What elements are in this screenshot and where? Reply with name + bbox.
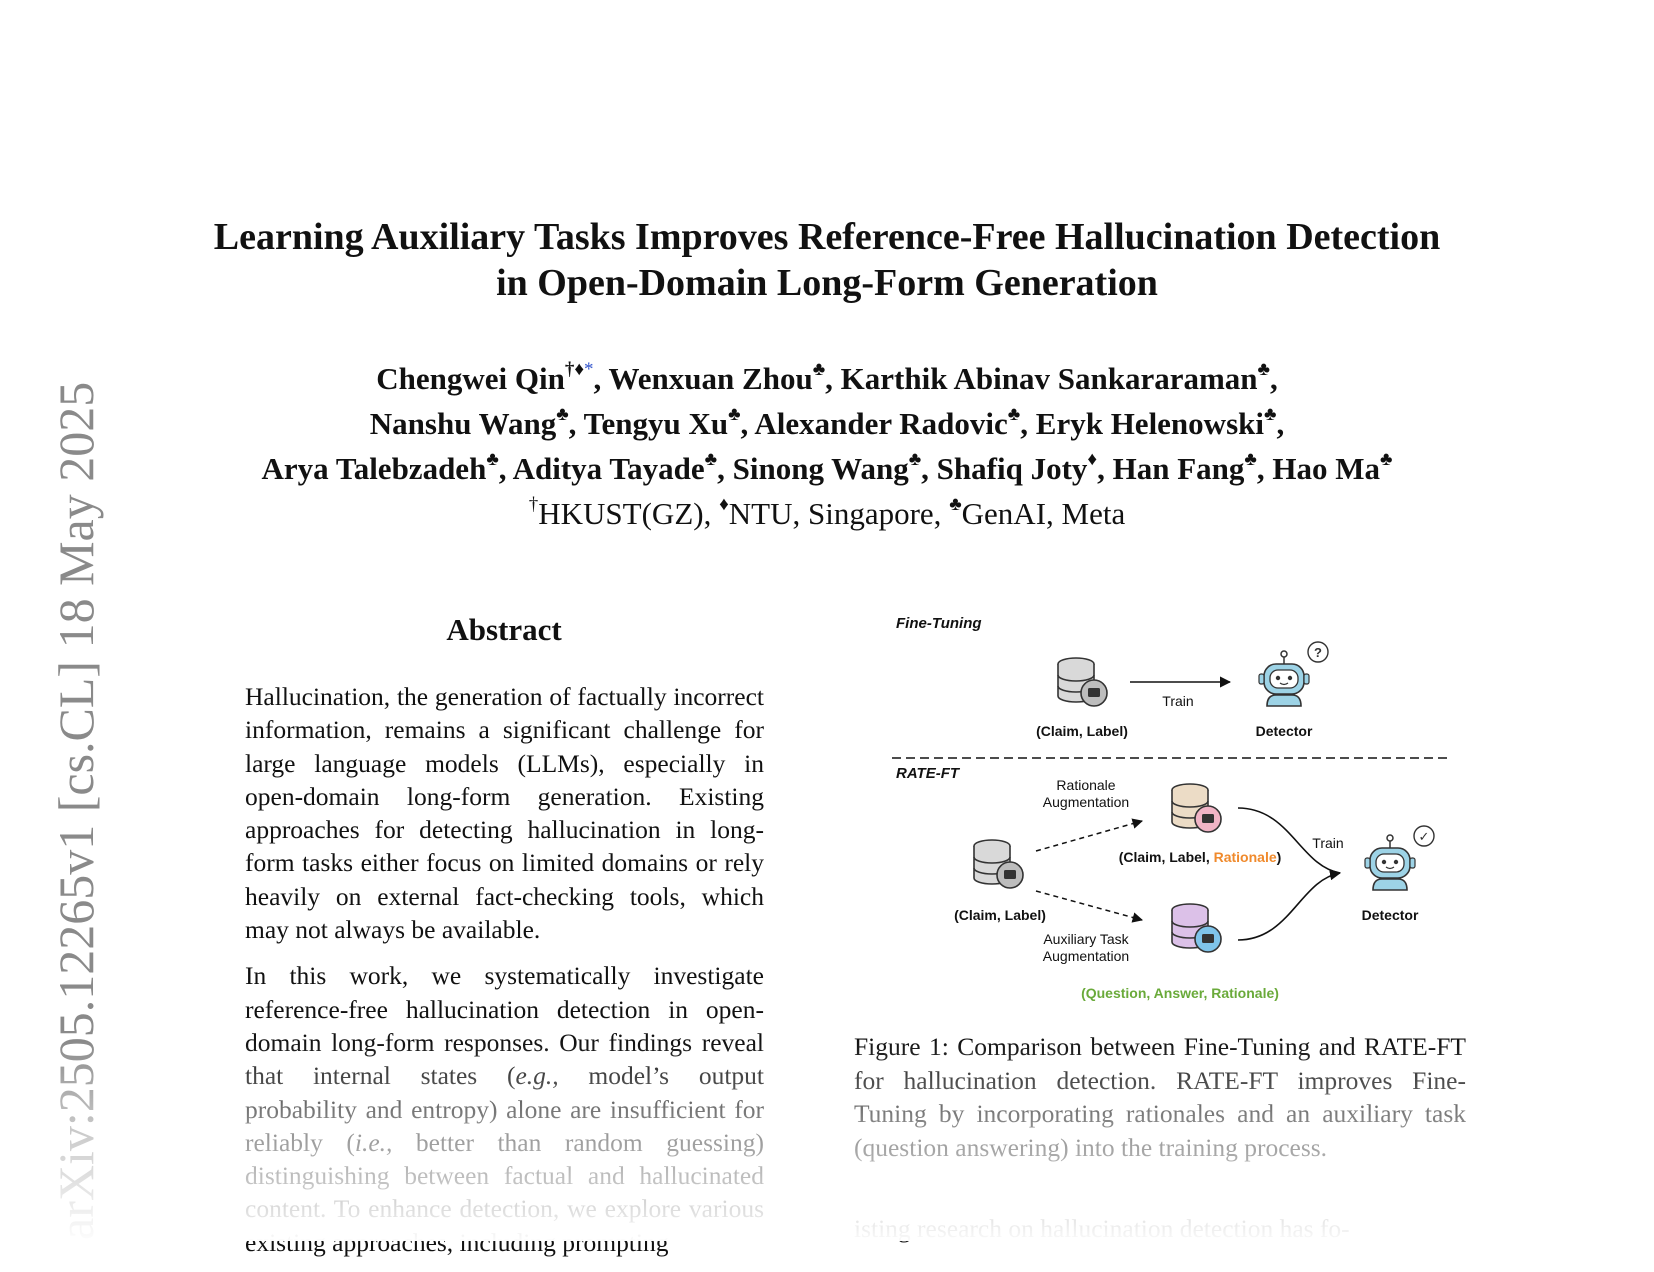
figure-diagram: Fine-Tuning RATE-FT (Claim, Label) Train… bbox=[892, 615, 1452, 1001]
title-line-1: Learning Auxiliary Tasks Improves Refere… bbox=[213, 216, 1441, 258]
rate-source-label: (Claim, Label) bbox=[954, 907, 1046, 923]
abstract-heading: Abstract bbox=[446, 612, 562, 647]
author-marks: ♣ bbox=[812, 358, 826, 380]
author-name: Aditya Tayade bbox=[512, 451, 705, 486]
author-name: Eryk Helenowski bbox=[1035, 406, 1264, 441]
rate-detector-label: Detector bbox=[1362, 907, 1419, 923]
author-name: Wenxuan Zhou bbox=[608, 361, 813, 396]
arxiv-stamp: arXiv:2505.12265v1 [cs.CL] 18 May 2025 bbox=[48, 381, 104, 1240]
check-icon: ✓ bbox=[1413, 825, 1435, 847]
author-name: Chengwei Qin bbox=[376, 361, 565, 396]
rate-detector-robot-icon bbox=[1364, 834, 1416, 891]
author-marks: ♣ bbox=[556, 403, 569, 425]
author-marks: ♦ bbox=[1087, 448, 1098, 470]
author-line-3: Arya Talebzadeh♣, Aditya Tayade♣, Sinong… bbox=[261, 448, 1393, 486]
ie-abbrev: i.e., bbox=[354, 1127, 393, 1157]
author-name: Alexander Radovic bbox=[754, 406, 1008, 441]
author-marks: ♣ bbox=[1379, 448, 1393, 470]
svg-text:✓: ✓ bbox=[1419, 829, 1430, 844]
aux-data-label: (Question, Answer, Rationale) bbox=[1081, 985, 1279, 1001]
affiliations: †HKUST(GZ), ♦NTU, Singapore, ♣GenAI, Met… bbox=[120, 491, 1534, 536]
abstract-paragraph-2: In this work, we systematically investig… bbox=[245, 961, 764, 1257]
author-name: Han Fang bbox=[1112, 451, 1245, 486]
author-line-2: Nanshu Wang♣, Tengyu Xu♣, Alexander Rado… bbox=[369, 403, 1285, 441]
svg-text:?: ? bbox=[1314, 645, 1322, 660]
author-block: Chengwei Qin†♦*, Wenxuan Zhou♣, Karthik … bbox=[120, 356, 1534, 536]
intro-text-continuation: isting research on hallucination detecti… bbox=[854, 1214, 1350, 1243]
author-marks: ♣ bbox=[704, 448, 718, 470]
ft-detector-robot-icon bbox=[1258, 650, 1310, 707]
paper-title: Learning Auxiliary Tasks Improves Refere… bbox=[120, 214, 1534, 306]
affiliation-hkust: HKUST(GZ), bbox=[538, 496, 712, 531]
author-marks: ♣ bbox=[1244, 448, 1257, 470]
figure-1: Fine-Tuning RATE-FT (Claim, Label) Train… bbox=[860, 608, 1500, 1013]
figure-1-caption: Figure 1: Comparison between Fine-Tuning… bbox=[854, 1032, 1466, 1162]
author-name: Shafiq Joty bbox=[936, 451, 1088, 486]
author-name: Nanshu Wang bbox=[369, 406, 557, 441]
author-marks: ♣ bbox=[908, 448, 922, 470]
rate-ft-label: RATE-FT bbox=[896, 765, 961, 782]
question-icon: ? bbox=[1307, 641, 1329, 663]
rate-source-database-icon bbox=[973, 839, 1024, 889]
fine-tuning-label: Fine-Tuning bbox=[896, 615, 982, 632]
author-name: Tengyu Xu bbox=[583, 406, 729, 441]
author-marks: †♦* bbox=[564, 358, 594, 380]
auxiliary-database-icon bbox=[1171, 903, 1222, 953]
ft-data-label: (Claim, Label) bbox=[1036, 723, 1128, 739]
author-marks: ♣ bbox=[728, 403, 741, 425]
rationale-database-icon bbox=[1171, 783, 1222, 833]
author-marks: ♣ bbox=[1257, 358, 1270, 380]
abstract-paragraph-1: Hallucination, the generation of factual… bbox=[245, 682, 764, 945]
affiliation-meta: GenAI, Meta bbox=[961, 496, 1126, 531]
merge-curve-top bbox=[1237, 807, 1341, 874]
ft-database-icon bbox=[1057, 657, 1108, 707]
author-name: Arya Talebzadeh bbox=[261, 451, 487, 486]
aux-aug-arrow bbox=[1035, 890, 1144, 923]
affiliation-mark: † bbox=[528, 493, 539, 515]
rationale-data-label: (Claim, Label, Rationale) bbox=[1119, 849, 1282, 865]
title-line-2: in Open-Domain Long-Form Generation bbox=[496, 262, 1158, 304]
corresponding-mark: * bbox=[584, 358, 594, 380]
author-name: Hao Ma bbox=[1272, 451, 1380, 486]
rationale-aug-arrow bbox=[1035, 818, 1144, 852]
abstract-body: Hallucination, the generation of factual… bbox=[245, 680, 764, 1272]
author-marks: ♣ bbox=[1007, 403, 1021, 425]
author-line-1: Chengwei Qin†♦*, Wenxuan Zhou♣, Karthik … bbox=[376, 358, 1278, 396]
eg-abbrev: e.g., bbox=[515, 1061, 559, 1091]
ft-detector-label: Detector bbox=[1256, 723, 1313, 739]
affiliation-mark: ♣ bbox=[949, 493, 962, 515]
author-marks: ♣ bbox=[1263, 403, 1277, 425]
affiliation-mark: ♦ bbox=[719, 493, 729, 515]
rate-train-label: Train bbox=[1312, 835, 1343, 851]
author-name: Sinong Wang bbox=[732, 451, 909, 486]
author-marks: ♣ bbox=[486, 448, 499, 470]
affiliation-ntu: NTU, Singapore, bbox=[728, 496, 942, 531]
ft-train-label: Train bbox=[1162, 693, 1193, 709]
merge-curve-bottom bbox=[1237, 869, 1342, 941]
author-name: Karthik Abinav Sankararaman bbox=[840, 361, 1258, 396]
